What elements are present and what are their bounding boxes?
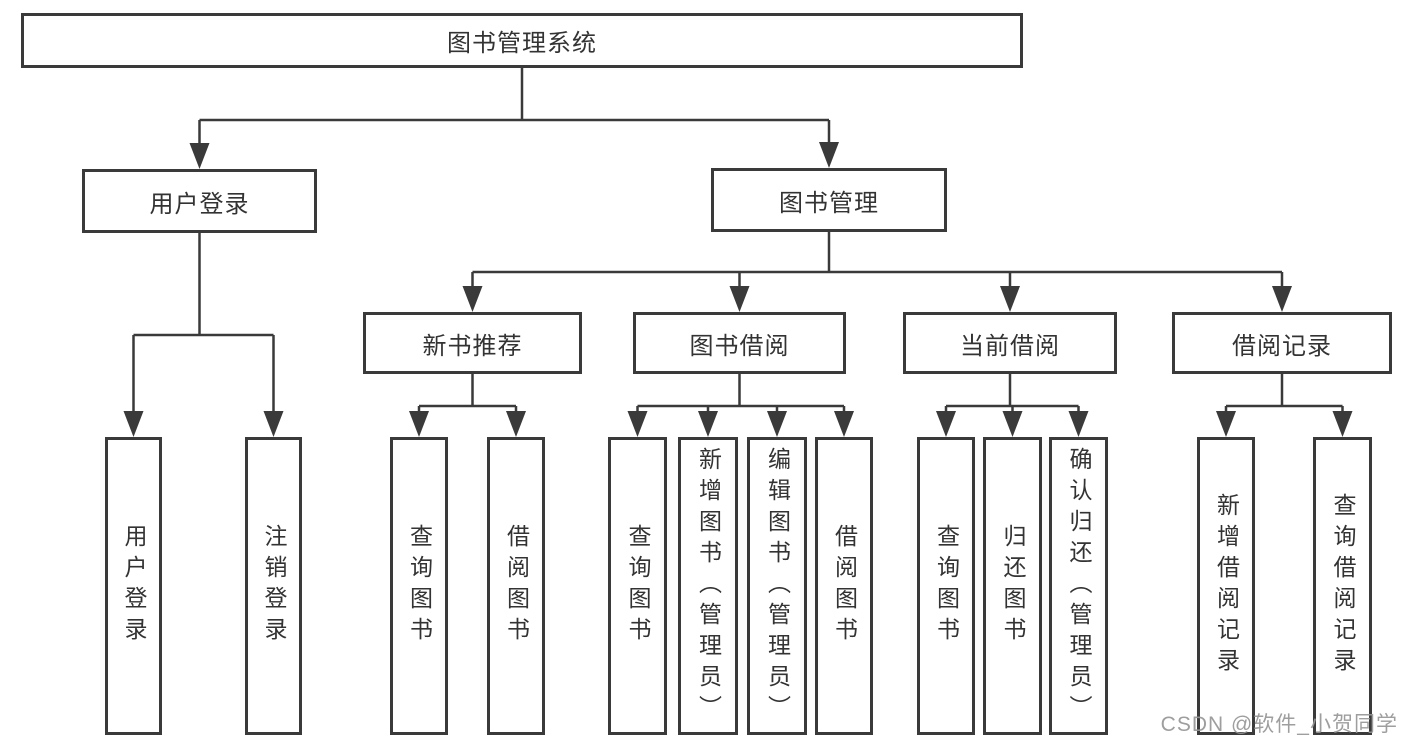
arrowhead xyxy=(1332,411,1353,437)
leaf-add-books-admin: 新增图书（管理员） xyxy=(678,437,738,735)
arrowhead xyxy=(936,411,956,437)
arrowhead xyxy=(409,411,429,437)
leaf-add-borrow-record: 新增借阅记录 xyxy=(1197,437,1255,735)
leaf-borrow-books: 借阅图书 xyxy=(815,437,873,735)
leaf-label: 查询借阅记录 xyxy=(1330,493,1356,679)
leaf-label: 新增借阅记录 xyxy=(1213,493,1240,679)
connector-book-borrow-to-leaves xyxy=(636,374,846,413)
node-current-borrow: 当前借阅 xyxy=(903,312,1117,374)
arrowhead xyxy=(189,143,210,169)
connector-current-borrow-to-leaves xyxy=(944,374,1080,413)
leaf-label: 查询图书 xyxy=(933,524,960,648)
arrowheads xyxy=(123,142,1353,437)
leaf-logout: 注销登录 xyxy=(245,437,302,735)
leaf-query-books-recommend: 查询图书 xyxy=(390,437,448,735)
arrowhead xyxy=(729,286,750,312)
arrowhead xyxy=(1068,411,1089,437)
leaf-label: 借阅图书 xyxy=(831,524,858,648)
leaf-label: 用户登录 xyxy=(121,524,147,648)
node-new-book-recommend: 新书推荐 xyxy=(363,312,582,374)
connector-book-management-to-level3 xyxy=(471,232,1284,288)
arrowhead xyxy=(506,411,526,437)
leaf-label: 查询图书 xyxy=(625,524,651,648)
leaf-user-login: 用户登录 xyxy=(105,437,162,735)
leaf-borrow-books-recommend: 借阅图书 xyxy=(487,437,545,735)
connector-new-book-recommend-to-leaves xyxy=(417,374,518,413)
node-borrow-records: 借阅记录 xyxy=(1172,312,1392,374)
leaf-label: 归还图书 xyxy=(1000,524,1026,648)
connector-root-to-level2 xyxy=(198,68,831,144)
node-user-login: 用户登录 xyxy=(82,169,317,233)
leaf-return-books: 归还图书 xyxy=(983,437,1042,735)
arrowhead xyxy=(1000,286,1020,312)
leaf-label: 确认归还（管理员） xyxy=(1066,446,1092,726)
arrowhead xyxy=(819,142,839,168)
leaf-query-books-current: 查询图书 xyxy=(917,437,975,735)
leaf-query-borrow-record: 查询借阅记录 xyxy=(1313,437,1372,735)
arrowhead xyxy=(834,411,854,437)
leaf-query-books-borrow: 查询图书 xyxy=(608,437,667,735)
arrowhead xyxy=(767,411,787,437)
connector-borrow-records-to-leaves xyxy=(1224,374,1344,413)
connector-user-login-to-leaves xyxy=(132,233,275,413)
leaf-edit-books-admin: 编辑图书（管理员） xyxy=(747,437,807,735)
node-root-library-management-system: 图书管理系统 xyxy=(21,13,1023,68)
leaf-label: 借阅图书 xyxy=(503,524,530,648)
node-book-borrow: 图书借阅 xyxy=(633,312,846,374)
arrowhead xyxy=(698,411,718,437)
arrowhead xyxy=(123,411,144,437)
node-book-management: 图书管理 xyxy=(711,168,947,232)
arrowhead xyxy=(627,411,648,437)
leaf-label: 新增图书（管理员） xyxy=(695,446,722,726)
arrowhead xyxy=(1002,411,1023,437)
arrowhead xyxy=(1216,411,1236,437)
leaf-label: 编辑图书（管理员） xyxy=(764,446,791,726)
leaf-confirm-return-admin: 确认归还（管理员） xyxy=(1049,437,1108,735)
csdn-watermark: CSDN @软件_小贺同学 xyxy=(1160,713,1398,736)
arrowhead xyxy=(1272,286,1292,312)
leaf-label: 注销登录 xyxy=(261,524,287,648)
leaf-label: 查询图书 xyxy=(406,524,433,648)
arrowhead xyxy=(263,411,284,437)
arrowhead xyxy=(462,286,483,312)
